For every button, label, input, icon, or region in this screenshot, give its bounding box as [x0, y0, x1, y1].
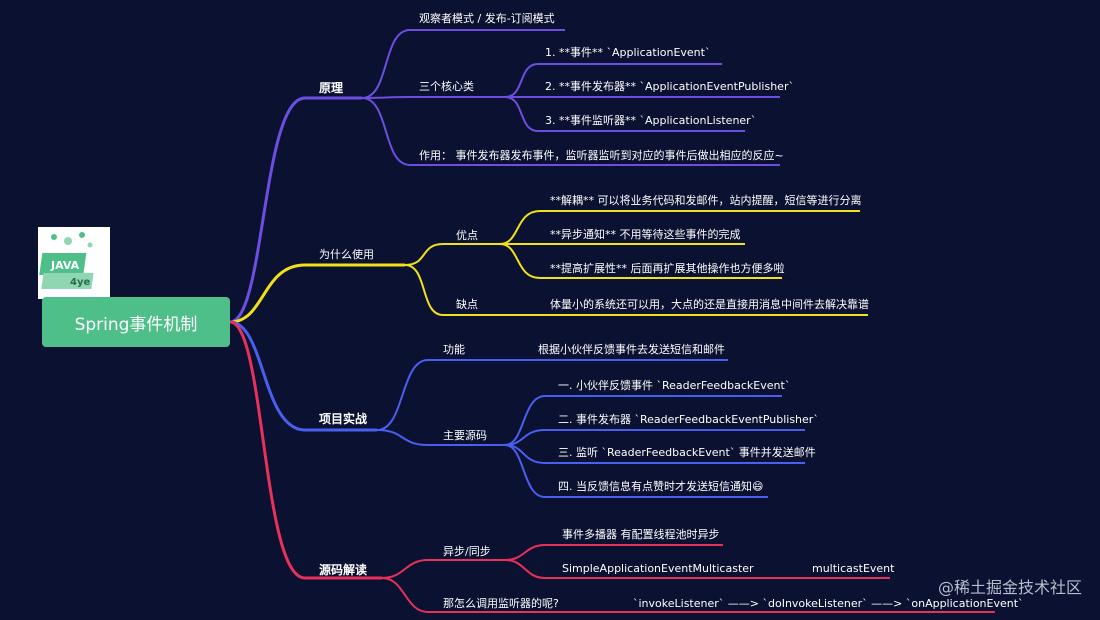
node-call-question[interactable]: 那怎么调用监听器的呢? [443, 597, 559, 610]
svg-text:4ye: 4ye [70, 277, 90, 288]
node-class-event[interactable]: 1. **事件** `ApplicationEvent` [545, 46, 711, 59]
node-observer[interactable]: 观察者模式 / 发布-订阅模式 [419, 12, 555, 25]
watermark: @稀土掘金技术社区 [937, 578, 1082, 597]
node-principle[interactable]: 原理 [319, 81, 344, 95]
node-practice[interactable]: 项目实战 [319, 412, 368, 426]
node-class-listener[interactable]: 3. **事件监听器** `ApplicationListener` [545, 114, 757, 127]
node-pro-async[interactable]: **异步通知** 不用等待这些事件的完成 [550, 228, 741, 241]
svg-text:JAVA: JAVA [50, 259, 80, 272]
node-effect[interactable]: 作用： 事件发布器发布事件，监听器监听到对应的事件后做出相应的反应~ [419, 149, 784, 162]
node-call-chain[interactable]: `invokeListener` ——> `doInvokeListener` … [633, 597, 1024, 610]
connector-principle [229, 96, 362, 324]
java-4ye-logo: JAVA 4ye [38, 227, 110, 299]
node-source-code[interactable]: 主要源码 [443, 429, 487, 442]
node-function[interactable]: 功能 [443, 343, 465, 356]
node-multicaster[interactable]: 事件多播器 有配置线程池时异步 [562, 528, 720, 541]
node-function-text[interactable]: 根据小伙伴反馈事件去发送短信和邮件 [538, 343, 725, 356]
node-class-publisher[interactable]: 2. **事件发布器** `ApplicationEventPublisher` [545, 80, 794, 93]
node-source[interactable]: 源码解读 [319, 563, 368, 577]
root-label: Spring事件机制 [74, 314, 198, 335]
node-async-sync[interactable]: 异步/同步 [443, 545, 491, 558]
node-multicast-event[interactable]: multicastEvent [812, 562, 895, 575]
node-core-classes[interactable]: 三个核心类 [419, 80, 474, 93]
node-step-4[interactable]: 四. 当反馈信息有点赞时才发送短信通知😄 [558, 480, 764, 493]
node-pro-decouple[interactable]: **解耦** 可以将业务代码和发邮件，站内提醒，短信等进行分离 [550, 194, 862, 207]
node-simple-multicaster[interactable]: SimpleApplicationEventMulticaster [562, 562, 754, 575]
node-cons-text[interactable]: 体量小的系统还可以用，大点的还是直接用消息中间件去解决靠谱 [550, 298, 869, 311]
node-step-1[interactable]: 一. 小伙伴反馈事件 `ReaderFeedbackEvent` [558, 379, 791, 392]
node-cons[interactable]: 缺点 [456, 298, 478, 311]
root-node[interactable]: Spring事件机制 [42, 297, 230, 347]
node-step-2[interactable]: 二. 事件发布器 `ReaderFeedbackEventPublisher` [558, 413, 819, 426]
node-step-3[interactable]: 三. 监听 `ReaderFeedbackEvent` 事件并发送邮件 [558, 446, 816, 459]
node-why[interactable]: 为什么使用 [319, 248, 374, 261]
node-pro-extensible[interactable]: **提高扩展性** 后面再扩展其他操作也方便多啦 [550, 262, 785, 275]
node-pros[interactable]: 优点 [456, 229, 478, 242]
connector-source [229, 320, 382, 580]
connector-practice [229, 320, 377, 432]
connector-why [229, 263, 405, 324]
